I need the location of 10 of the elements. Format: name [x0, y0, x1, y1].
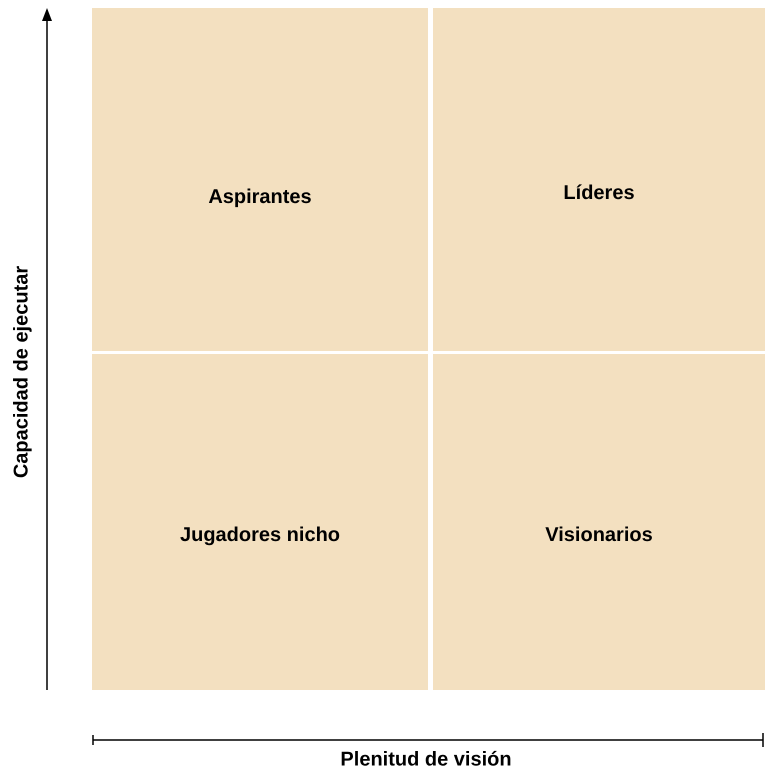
axis-title: Capacidad de ejecutar — [10, 266, 34, 478]
quadrant-title: Aspirantes — [207, 186, 313, 209]
quadrant-panel — [92, 354, 428, 690]
quadrant-panel — [92, 8, 428, 351]
quadrant-title: Visionarios — [544, 524, 654, 547]
quadrant-title: Jugadores nicho — [178, 524, 342, 547]
axis-title: Plenitud de visión — [340, 748, 512, 771]
quadrant-panel — [433, 8, 765, 351]
quadrant-panel — [433, 354, 765, 690]
quadrant-title: Líderes — [562, 182, 636, 205]
